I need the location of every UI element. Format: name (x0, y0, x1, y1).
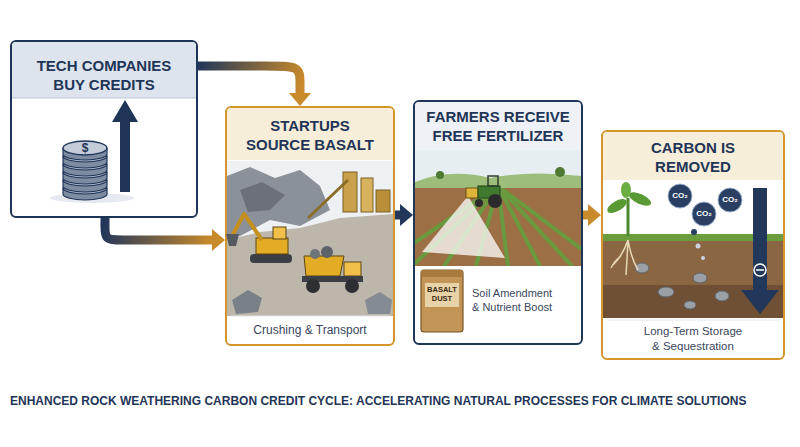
bag-label: BASALT DUST (425, 285, 459, 303)
molecule-label: CO₂ (692, 209, 716, 219)
flow-arrow (105, 218, 212, 240)
box-heading: CARBON IS REMOVED (623, 138, 763, 176)
process-box: FARMERS RECEIVE FREE FERTILIZER BASALT DU… (413, 100, 583, 345)
molecule-label: CO₂ (718, 195, 742, 205)
process-box: STARTUPS SOURCE BASALT Crushing & Transpo… (225, 106, 395, 346)
step-caption: Crushing & Transport (225, 322, 395, 338)
process-box: CARBON IS REMOVEDCO₂CO₂CO₂Long-Term Stor… (601, 130, 785, 360)
currency-symbol: $ (79, 141, 91, 155)
step-caption: Soil Amendment & Nutrient Boost (472, 286, 558, 314)
step-caption: Long-Term Storage & Sequestration (640, 324, 746, 354)
flow-arrow (395, 211, 400, 220)
diagram-caption: ENHANCED ROCK WEATHERING CARBON CREDIT C… (10, 394, 796, 409)
box-heading: TECH COMPANIES BUY CREDITS (29, 56, 179, 94)
flow-arrow (198, 66, 300, 93)
molecule-label: CO₂ (668, 191, 692, 201)
process-box: TECH COMPANIES BUY CREDITS $ (10, 40, 198, 218)
box-heading: STARTUPS SOURCE BASALT (240, 116, 380, 154)
flow-arrow (583, 211, 588, 220)
box-heading: FARMERS RECEIVE FREE FERTILIZER (423, 107, 573, 145)
